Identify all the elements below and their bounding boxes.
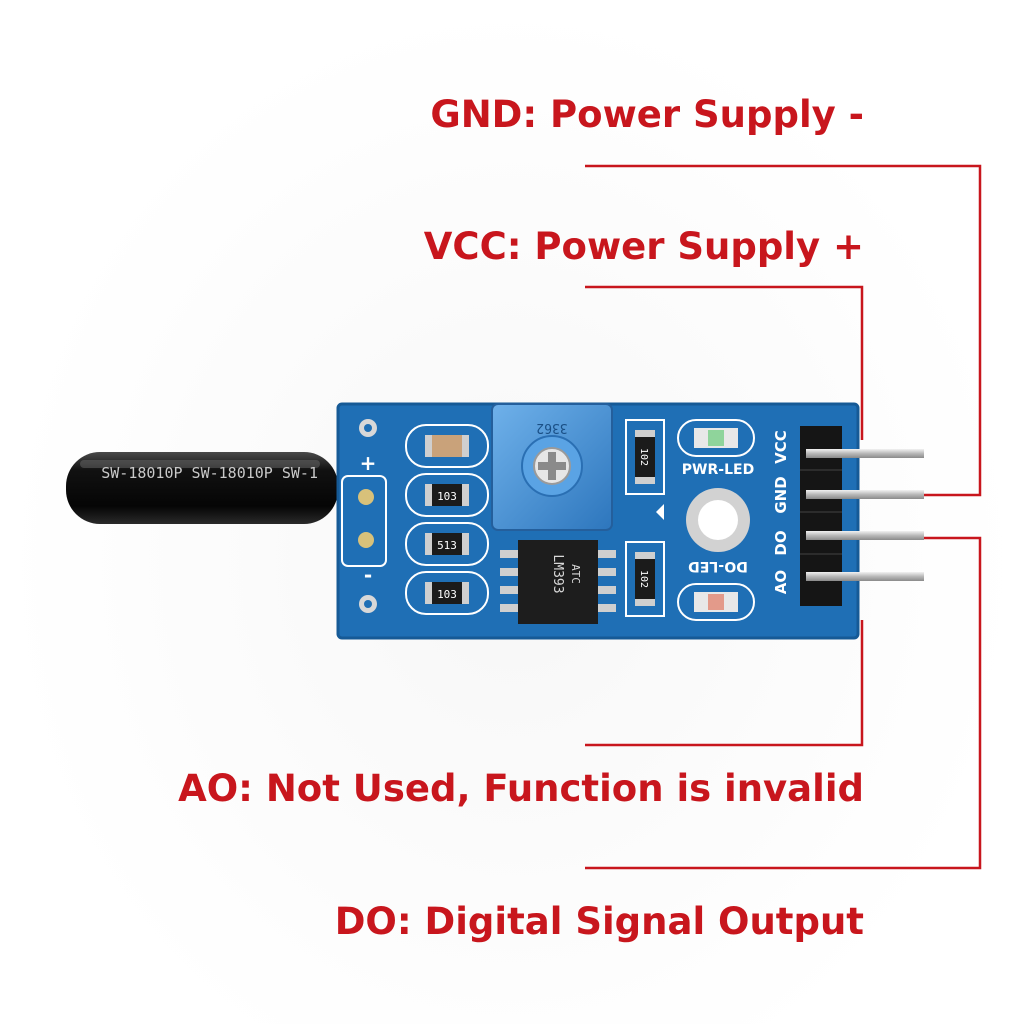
- pin-ao: [806, 572, 924, 581]
- pin-label-gnd: GND: [772, 476, 790, 513]
- smd-resistor-3: 103: [425, 582, 469, 604]
- tilt-sensor: SW-18010P SW-18010P SW-1: [66, 452, 370, 539]
- smd-resistor-1: 103: [425, 484, 469, 506]
- potentiometer: 3362: [491, 403, 613, 531]
- res1-marking: 103: [437, 490, 457, 503]
- smd-resistor-4: 102: [635, 430, 655, 484]
- vcc-label: VCC: Power Supply +: [423, 225, 864, 268]
- res4-marking: 102: [638, 448, 649, 466]
- pin-label-vcc: VCC: [772, 430, 790, 464]
- smd-capacitor: [425, 435, 469, 457]
- vcc-leader-line: [585, 285, 864, 440]
- smd-resistor-2: 513: [425, 533, 469, 555]
- pin-label-do: DO: [772, 530, 790, 555]
- pwr-led: [677, 419, 755, 457]
- chip-marking-2: ATC: [569, 564, 582, 584]
- gnd-label: GND: Power Supply -: [430, 93, 864, 136]
- gnd-leader-line: [585, 164, 982, 497]
- chip-marking-1: LM393: [550, 554, 565, 593]
- pin-vcc: [806, 449, 924, 458]
- pin-gnd: [806, 490, 924, 499]
- res3-marking: 103: [437, 588, 457, 601]
- pin-do: [806, 531, 924, 540]
- ao-leader-line: [585, 620, 864, 747]
- do-leader-line: [585, 536, 982, 870]
- do-label: DO: Digital Signal Output: [334, 900, 864, 943]
- plus-marking: +: [360, 451, 377, 475]
- minus-marking: -: [364, 563, 372, 587]
- pcb-board: + - 103: [336, 402, 860, 640]
- comparator-chip: LM393 ATC: [500, 540, 616, 624]
- pin-label-ao: AO: [772, 570, 790, 594]
- ao-label: AO: Not Used, Function is invalid: [178, 767, 864, 810]
- sensor-marking: SW-18010P SW-18010P SW-1: [101, 464, 318, 482]
- pwr-led-label: PWR-LED: [682, 462, 754, 478]
- do-led-label: DO-LED: [688, 558, 748, 574]
- pot-marking: 3362: [536, 420, 567, 435]
- smd-resistor-5: 102: [635, 552, 655, 606]
- do-led: [677, 583, 755, 621]
- pin-header: [800, 426, 924, 606]
- leader-lines: [585, 164, 982, 870]
- res5-marking: 102: [638, 570, 649, 588]
- res2-marking: 513: [437, 539, 457, 552]
